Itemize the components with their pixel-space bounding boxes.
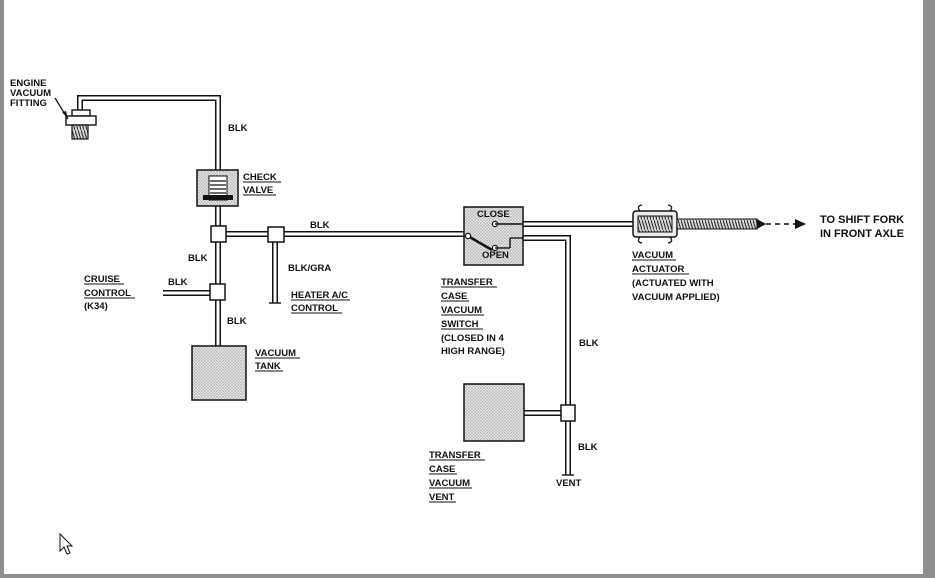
tee-cruise — [209, 283, 226, 301]
vacuum-tank-label-2: TANK — [255, 361, 281, 372]
vent-box-label-3: VACUUM — [429, 478, 470, 489]
wire-label-blk-7: BLK — [578, 442, 598, 453]
wire-label-blk-5: BLK — [310, 220, 330, 231]
switch-label-6: HIGH RANGE) — [441, 346, 505, 357]
switch-open-label: OPEN — [482, 250, 509, 261]
switch-label-1: TRANSFER — [441, 277, 493, 288]
wire-label-blk-gra: BLK/GRA — [288, 263, 331, 274]
wire-label-blk-4: BLK — [227, 316, 247, 327]
vent-box-label-1: TRANSFER — [429, 450, 481, 461]
check-valve-label-1: CHECK — [243, 172, 277, 183]
vacuum-tank — [191, 345, 247, 401]
transfer-case-vacuum-switch — [463, 206, 524, 266]
cruise-control-label-3: (K34) — [84, 301, 108, 312]
actuator-label-4: VACUUM APPLIED) — [632, 292, 720, 303]
switch-label-5: (CLOSED IN 4 — [441, 333, 505, 344]
engine-fitting-label-3: FITTING — [10, 98, 47, 109]
actuator-label-3: (ACTUATED WITH — [632, 278, 714, 289]
cruise-control-label-1: CRUISE — [84, 274, 120, 285]
shift-fork-label-2: IN FRONT AXLE — [820, 228, 904, 240]
tee-main — [210, 225, 227, 243]
heater-ac-label-1: HEATER A/C — [291, 290, 348, 301]
transfer-case-vacuum-vent — [463, 383, 525, 442]
shift-fork-label-1: TO SHIFT FORK — [820, 214, 904, 226]
vent-box-label-4: VENT — [429, 492, 455, 503]
vacuum-lines — [77, 95, 633, 475]
tee-heater — [267, 226, 285, 243]
wire-label-blk-3: BLK — [168, 277, 188, 288]
engine-vacuum-fitting-icon — [54, 97, 97, 140]
check-valve — [196, 169, 239, 207]
heater-ac-label-2: CONTROL — [291, 303, 338, 314]
vacuum-actuator — [632, 204, 766, 244]
vent-label: VENT — [556, 478, 582, 489]
switch-close-label: CLOSE — [477, 209, 510, 220]
actuator-label-1: VACUUM — [632, 250, 673, 261]
engine-fitting-label-1: ENGINE — [10, 78, 46, 89]
wire-label-blk-1: BLK — [228, 123, 248, 134]
vent-box-label-2: CASE — [429, 464, 455, 475]
switch-label-2: CASE — [441, 291, 467, 302]
actuator-label-2: ACTUATOR — [632, 264, 685, 275]
check-valve-label-2: VALVE — [243, 185, 273, 196]
engine-fitting-label-2: VACUUM — [10, 88, 51, 99]
vacuum-tank-label-1: VACUUM — [255, 348, 296, 359]
switch-label-4: SWITCH — [441, 319, 479, 330]
shift-fork-arrow-icon — [766, 219, 806, 229]
mouse-cursor-icon — [59, 532, 74, 555]
tee-vent — [560, 404, 576, 422]
cruise-control-label-2: CONTROL — [84, 288, 131, 299]
switch-label-3: VACUUM — [441, 305, 482, 316]
wire-label-blk-6: BLK — [579, 338, 599, 349]
wire-label-blk-2: BLK — [188, 253, 208, 264]
